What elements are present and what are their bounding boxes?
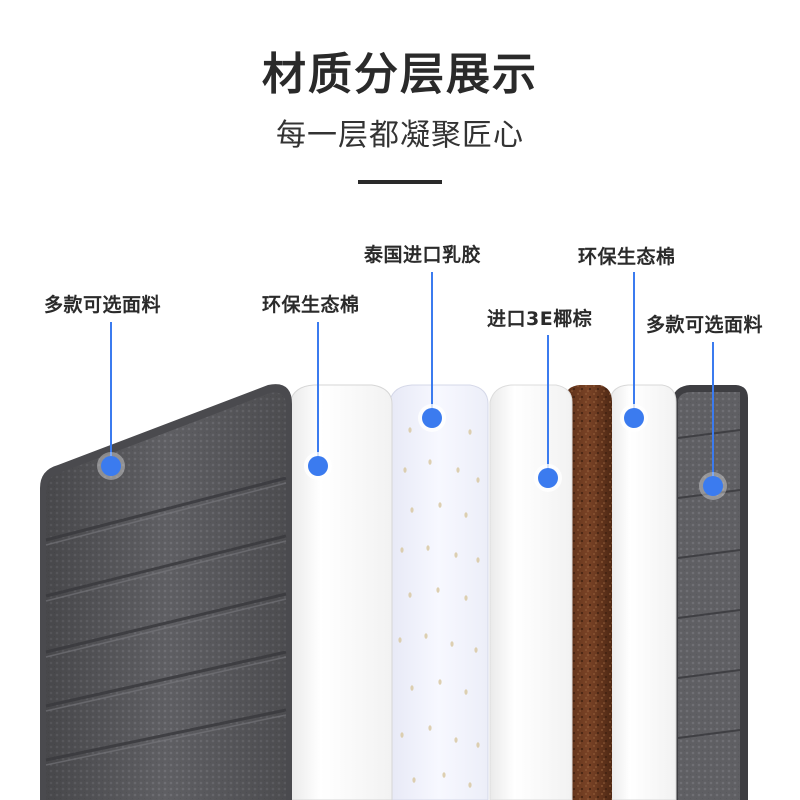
layer-label-fabric-left: 多款可选面料	[44, 294, 162, 316]
marker-dot-fabric-right	[703, 476, 723, 496]
page-subtitle: 每一层都凝聚匠心	[276, 118, 524, 153]
marker-dot-cotton-right	[624, 408, 644, 428]
layer-label-fabric-right: 多款可选面料	[646, 314, 764, 336]
marker-dot-fabric-left	[101, 456, 121, 476]
marker-dot-coir	[538, 468, 558, 488]
layer-label-cotton-left: 环保生态棉	[262, 294, 360, 316]
layer-label-cotton-right: 环保生态棉	[578, 246, 676, 268]
marker-dot-cotton-left	[308, 456, 328, 476]
page-title: 材质分层展示	[262, 49, 538, 100]
marker-dot-latex	[422, 408, 442, 428]
layer-label-latex: 泰国进口乳胶	[364, 244, 482, 266]
layer-label-coir: 进口3E椰棕	[487, 308, 593, 330]
title-divider	[358, 180, 442, 184]
